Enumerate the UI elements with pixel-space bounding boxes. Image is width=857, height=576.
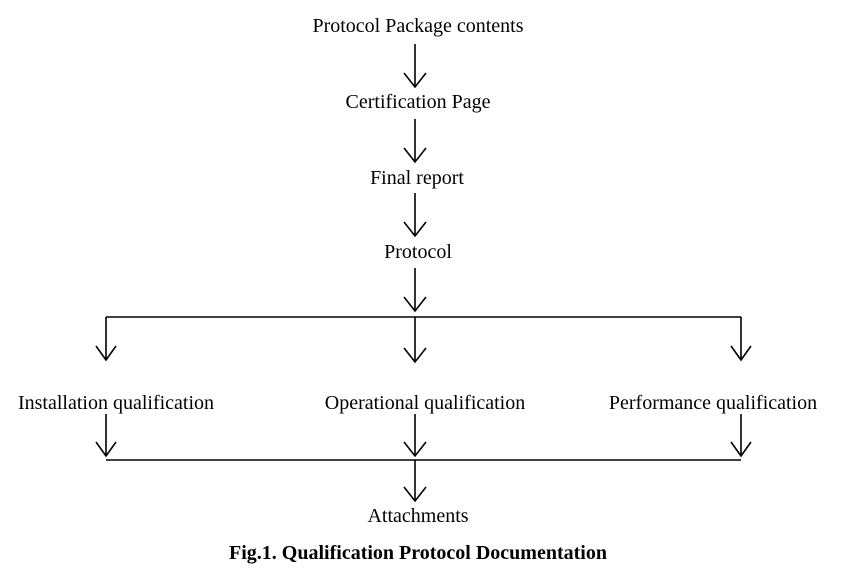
arrow-final-report-to-protocol (403, 193, 427, 238)
node-protocol-package-contents: Protocol Package contents (312, 15, 524, 37)
node-operational-qualification: Operational qualification (324, 392, 526, 414)
node-performance-qualification: Performance qualification (608, 392, 818, 414)
node-installation-qualification: Installation qualification (17, 392, 215, 414)
node-attachments: Attachments (367, 505, 469, 527)
arrow-merge-to-attachments (403, 460, 427, 503)
arrow-split-to-operational (403, 317, 427, 364)
arrow-protocol-to-split (403, 268, 427, 313)
arrow-split-to-installation (95, 317, 117, 362)
arrow-performance-to-merge (730, 414, 752, 458)
node-certification-page: Certification Page (345, 91, 491, 113)
node-protocol: Protocol (384, 241, 452, 263)
arrow-certification-to-final-report (403, 119, 427, 164)
arrow-operational-to-merge (403, 414, 427, 458)
arrow-split-to-performance (730, 317, 752, 362)
arrow-package-to-certification (403, 44, 427, 89)
figure-caption: Fig.1. Qualification Protocol Documentat… (229, 542, 607, 564)
node-final-report: Final report (370, 167, 464, 189)
arrow-installation-to-merge (95, 414, 117, 458)
